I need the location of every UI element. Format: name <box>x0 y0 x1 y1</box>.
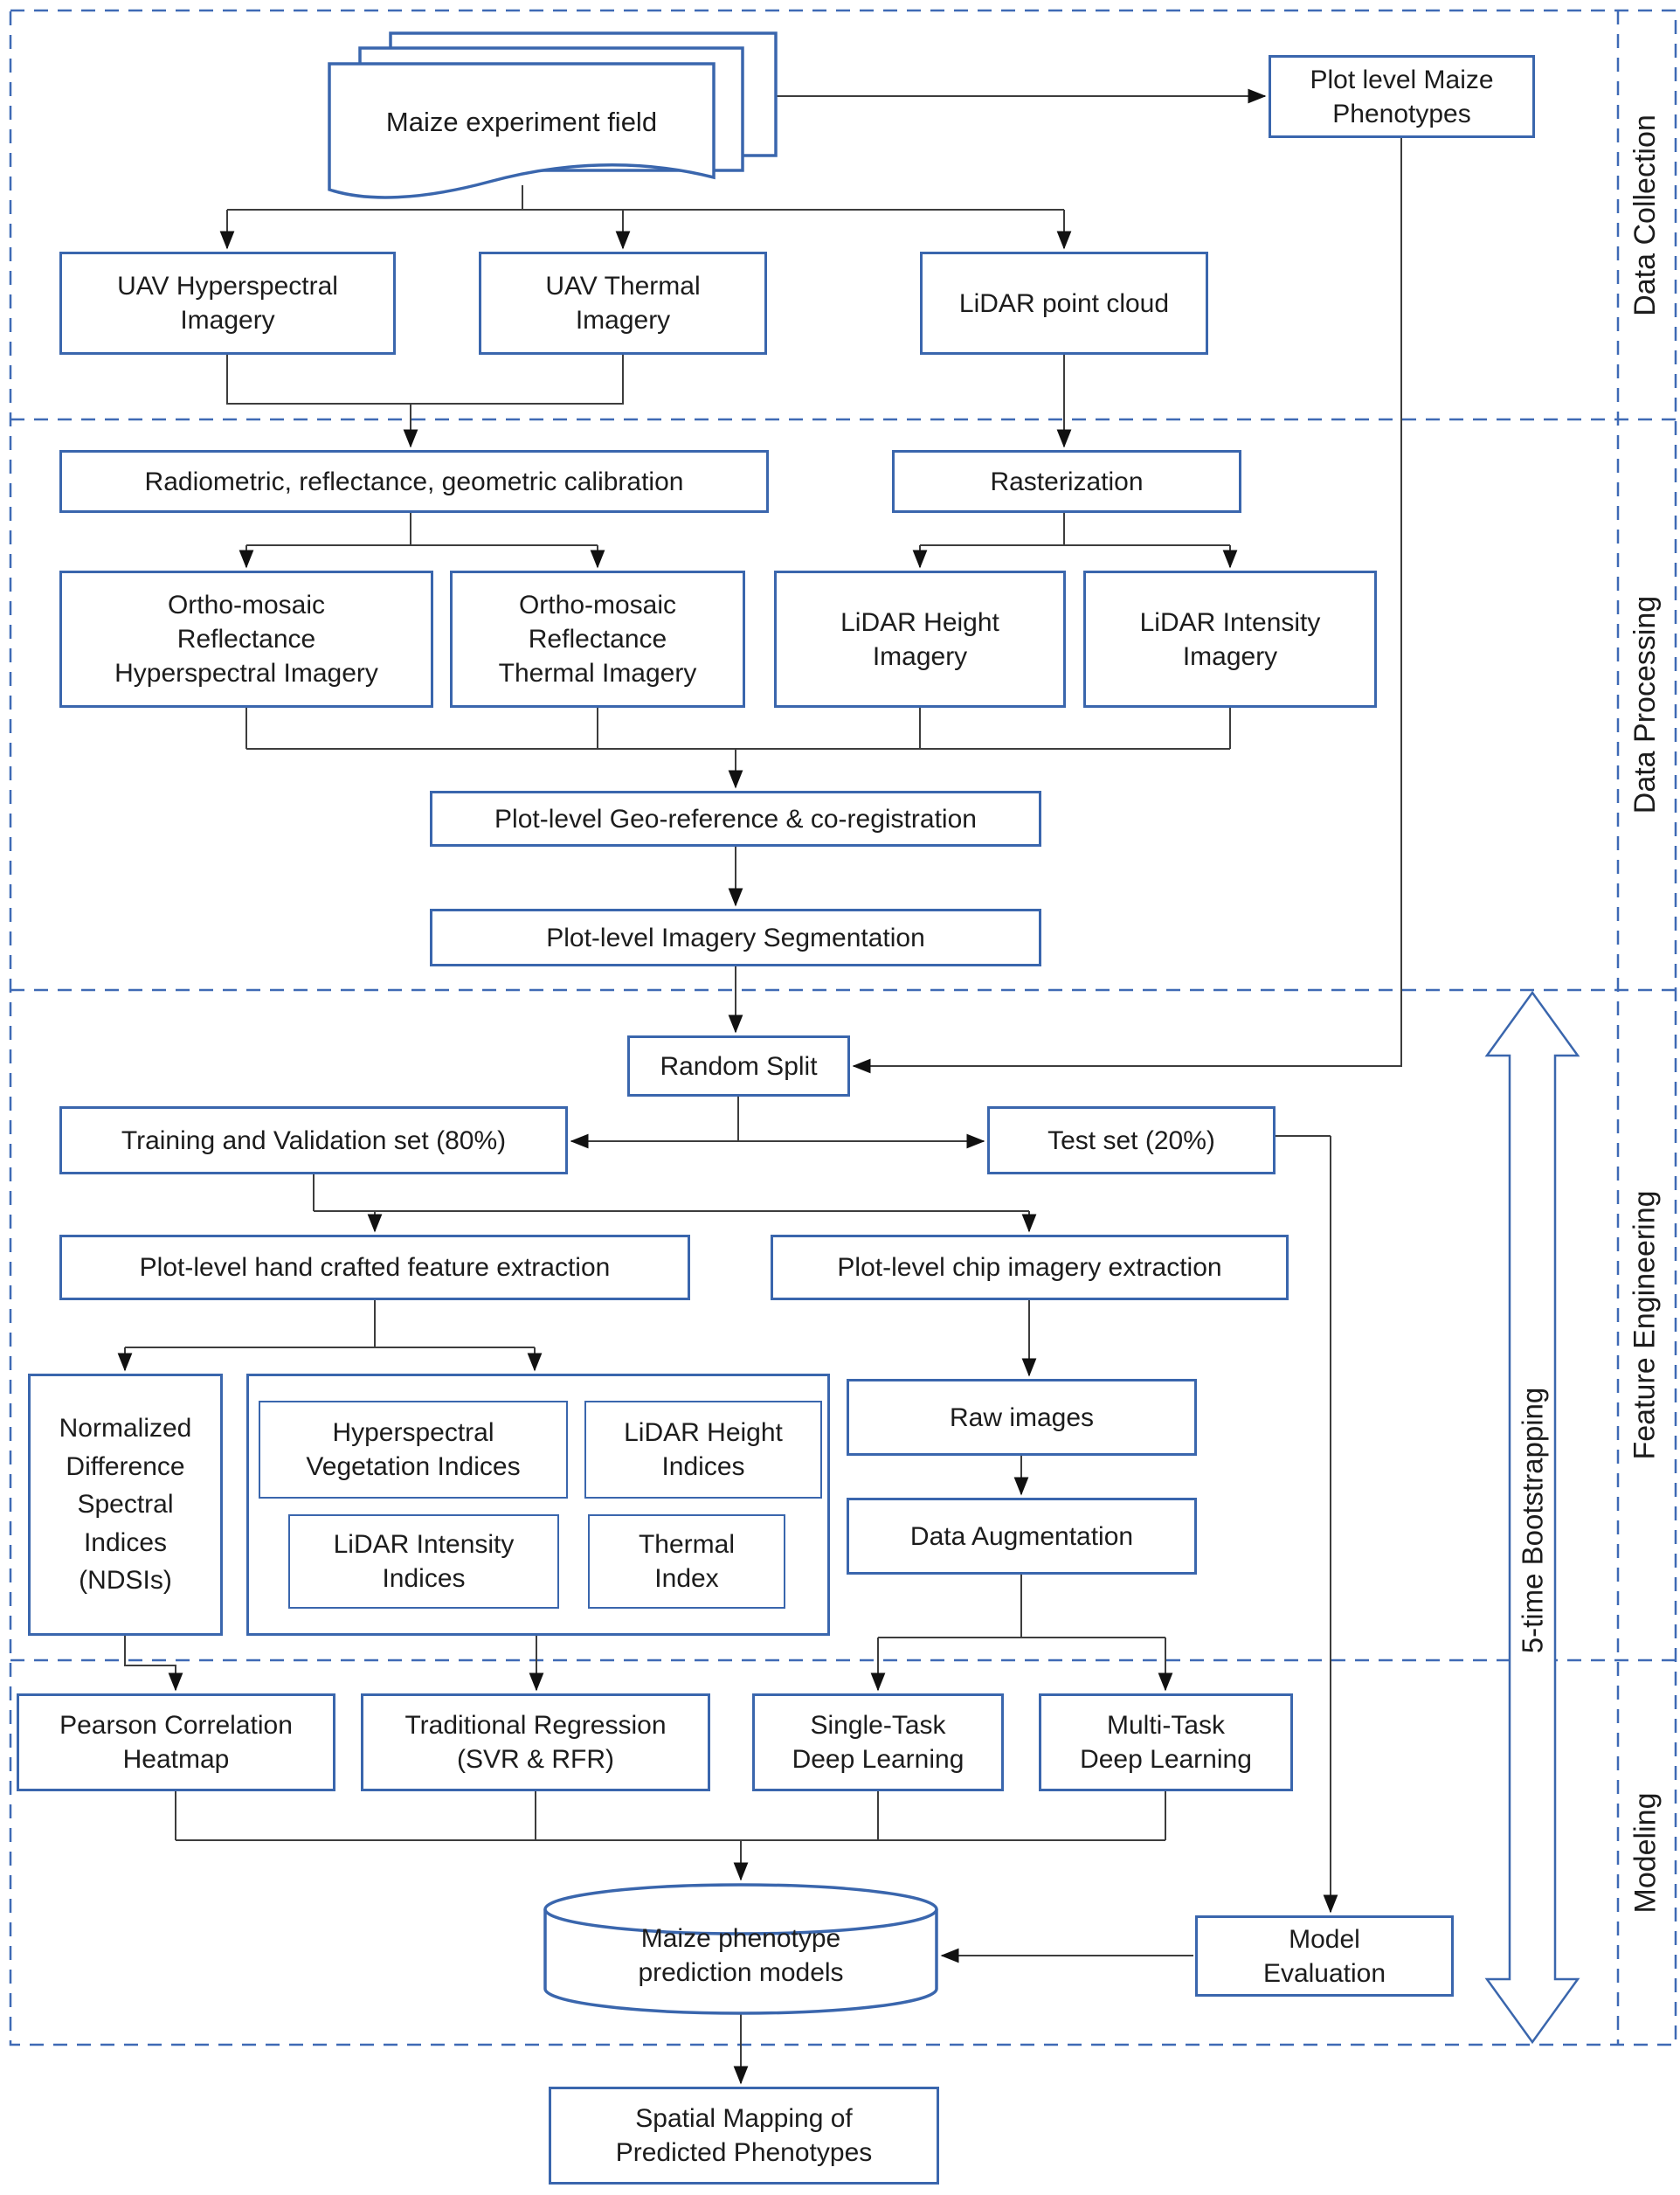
bootstrap-arrow-label: 5-time Bootstrapping <box>1500 1127 1565 1914</box>
node-data-augmentation: Data Augmentation <box>847 1498 1197 1575</box>
node-ortho-hyperspectral: Ortho-mosaic Reflectance Hyperspectral I… <box>59 571 433 708</box>
node-pearson-heatmap: Pearson Correlation Heatmap <box>17 1693 335 1791</box>
outer-dashed-border <box>9 9 1677 2046</box>
node-lidar-intensity-indices: LiDAR Intensity Indices <box>288 1514 559 1609</box>
node-lidar-intensity-imagery: LiDAR Intensity Imagery <box>1083 571 1377 708</box>
node-calibration: Radiometric, reflectance, geometric cali… <box>59 450 769 513</box>
connector-uav-merge <box>226 355 624 405</box>
node-lidar-height-imagery: LiDAR Height Imagery <box>774 571 1066 708</box>
connector-training-bus <box>313 1174 1029 1212</box>
node-lidar-height-indices: LiDAR Height Indices <box>584 1401 822 1499</box>
connector-lines <box>125 185 1331 1841</box>
node-spatial-mapping: Spatial Mapping of Predicted Phenotypes <box>549 2087 939 2185</box>
section-label-feature-engineering: Feature Engineering <box>1615 990 1676 1660</box>
node-maize-experiment-field: Maize experiment field <box>385 106 658 137</box>
node-uav-thermal-imagery: UAV Thermal Imagery <box>479 252 767 355</box>
connector-imagery-merge-bus <box>245 708 1231 750</box>
cylinder-body <box>543 1909 938 2015</box>
node-test-set: Test set (20%) <box>987 1106 1276 1174</box>
section-label-data-collection: Data Collection <box>1615 10 1676 419</box>
node-plot-level-maize-phenotypes: Plot level Maize Phenotypes <box>1269 55 1535 138</box>
node-handcrafted-feature-extraction: Plot-level hand crafted feature extracti… <box>59 1235 690 1300</box>
bootstrap-arrow-label-text: 5-time Bootstrapping <box>1516 1387 1548 1654</box>
node-georeference: Plot-level Geo-reference & co-registrati… <box>430 791 1041 847</box>
node-lidar-point-cloud: LiDAR point cloud <box>920 252 1208 355</box>
connector-models-merge-bus <box>175 1791 1166 1841</box>
connector-field-to-sensors-bus <box>227 185 1064 211</box>
node-multi-task-deep-learning: Multi-Task Deep Learning <box>1039 1693 1293 1791</box>
connector-augmentation-split <box>878 1575 1165 1638</box>
node-uav-hyperspectral-imagery: UAV Hyperspectral Imagery <box>59 252 396 355</box>
connector-arrows <box>117 88 1402 2085</box>
section-label-modeling: Modeling <box>1615 1660 1676 2045</box>
arrow-to-pearson <box>124 1636 183 1692</box>
multidocument-shape <box>328 31 778 199</box>
connector-rasterization-split <box>920 513 1230 546</box>
cylinder-top <box>543 1883 938 1935</box>
document-sheet-front <box>328 62 716 199</box>
node-model-evaluation: Model Evaluation <box>1195 1915 1454 1997</box>
connector-calibration-split <box>246 513 598 546</box>
node-chip-imagery-extraction: Plot-level chip imagery extraction <box>771 1235 1289 1300</box>
node-single-task-deep-learning: Single-Task Deep Learning <box>752 1693 1004 1791</box>
node-prediction-models-label: Maize phenotype prediction models <box>638 1924 844 1987</box>
node-training-validation-set: Training and Validation set (80%) <box>59 1106 568 1174</box>
connector-handcrafted-split <box>125 1300 535 1348</box>
section-label-data-processing: Data Processing <box>1615 419 1676 990</box>
node-ndsi: Normalized Difference Spectral Indices (… <box>28 1374 223 1636</box>
node-random-split: Random Split <box>627 1035 850 1097</box>
section-borders <box>9 9 1677 2046</box>
node-rasterization: Rasterization <box>892 450 1241 513</box>
section-label-text: Data Processing <box>1628 595 1662 814</box>
bootstrap-double-arrow <box>1484 990 1580 2045</box>
node-traditional-regression: Traditional Regression (SVR & RFR) <box>361 1693 710 1791</box>
node-thermal-index: Thermal Index <box>588 1514 785 1609</box>
database-cylinder <box>543 1883 938 2015</box>
section-label-text: Feature Engineering <box>1628 1190 1662 1460</box>
node-ortho-thermal: Ortho-mosaic Reflectance Thermal Imagery <box>450 571 745 708</box>
node-hyperspectral-vegetation-indices: Hyperspectral Vegetation Indices <box>259 1401 568 1499</box>
section-label-text: Modeling <box>1628 1792 1663 1913</box>
node-segmentation: Plot-level Imagery Segmentation <box>430 909 1041 966</box>
section-label-text: Data Collection <box>1628 114 1662 316</box>
node-raw-images: Raw images <box>847 1379 1197 1456</box>
arrow-phenotypes-to-random-split <box>852 138 1402 1074</box>
